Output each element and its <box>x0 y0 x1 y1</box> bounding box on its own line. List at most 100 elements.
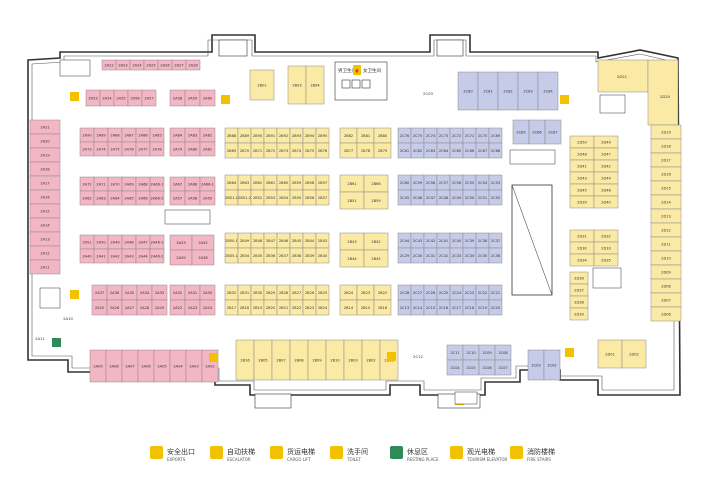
stall-2D13: 2D13 <box>650 208 682 224</box>
stall-label: 2C40 <box>452 239 462 243</box>
stall-label: 2A26 <box>160 63 170 67</box>
stall-label: 2A17 <box>40 181 49 185</box>
stall-label: 2C58 <box>426 181 436 185</box>
stall-label: 2B75 <box>305 149 314 153</box>
stall-label: 2C56 <box>452 181 462 185</box>
stall-label: 2C71 <box>465 134 474 138</box>
stall-2D33: 2D33 <box>593 241 619 255</box>
stall-2C87: 2C87 <box>544 119 562 145</box>
stall-label: 2B38 <box>292 254 302 258</box>
stall-2A62: 2A62 <box>79 190 95 206</box>
stall-2D08: 2D08 <box>650 278 682 294</box>
stall-label: 2A24 <box>203 306 213 310</box>
stall-label: 2B89 <box>240 134 250 138</box>
stall-2C49: 2C49 <box>449 189 464 206</box>
stall-2A26: 2A26 <box>106 299 123 316</box>
stall-2A42: 2A42 <box>107 248 123 264</box>
stall-box <box>488 299 503 316</box>
stall-label: 2A54 <box>102 96 112 100</box>
stall-2C67: 2C67 <box>475 142 490 159</box>
stall-2B32: 2B32 <box>224 284 239 301</box>
stall-box <box>29 259 61 275</box>
stall-label: 2C18 <box>465 306 475 310</box>
stall-2B56: 2B56 <box>302 189 317 206</box>
stall-label: 2A07 <box>125 364 134 368</box>
stall-2C63: 2C63 <box>423 142 438 159</box>
stall-2A66: 2A66 <box>135 190 151 206</box>
stall-2B91: 2B91 <box>263 127 278 144</box>
stall-box <box>199 190 216 206</box>
stall-2B27: 2B27 <box>289 284 304 301</box>
stall-label: 2C73 <box>439 134 448 138</box>
stall-2B69: 2B69 <box>224 142 239 159</box>
stall-label: 2A86 <box>138 133 148 137</box>
stall-2B53: 2B53 <box>263 189 278 206</box>
stall-label: 2B62 <box>253 181 262 185</box>
stall-label: 2B63 <box>240 181 249 185</box>
legend-label: 洗手间 <box>347 448 368 456</box>
stall-label: 2A18 <box>40 167 50 171</box>
stall-label: 2C29 <box>400 254 410 258</box>
stall-2A66-1: 2A66-1 <box>149 176 165 192</box>
stall-label: 2D48 <box>577 152 587 156</box>
stall-label: 2A09 <box>93 364 103 368</box>
stall-label: 2A47 <box>138 240 147 244</box>
stall-2D48: 2D48 <box>569 147 595 161</box>
stall-2B76: 2B76 <box>315 142 330 159</box>
stall-label: 2A28 <box>140 306 150 310</box>
stall-label: 2A24 <box>132 63 142 67</box>
stall-label: 2A42 <box>110 254 119 258</box>
stall-2A20: 2A20 <box>29 133 61 149</box>
stall-2D18: 2D18 <box>650 138 682 154</box>
stall-2B20: 2B20 <box>263 299 278 316</box>
stall-label: 2B40 <box>318 254 328 258</box>
stall-label: 2A22 <box>104 63 113 67</box>
stall-2A24: 2A24 <box>129 59 145 71</box>
stall-2B29: 2B29 <box>263 284 278 301</box>
stall-2B31: 2B31 <box>237 284 252 301</box>
stall-2B93: 2B93 <box>289 127 304 144</box>
stall-box <box>149 190 165 206</box>
stall-2A23: 2A23 <box>184 299 201 316</box>
stall-label: 2A30 <box>203 291 213 295</box>
stall-label: 2B39 <box>305 254 315 258</box>
stall-2C19: 2C19 <box>475 299 490 316</box>
stall-label: 2A73 <box>82 147 91 151</box>
stall-label: 2A27 <box>125 306 134 310</box>
escalator-icon <box>221 95 230 104</box>
stall-label: 2B79 <box>378 149 388 153</box>
stall-2A78: 2A78 <box>149 141 165 157</box>
stall-2C18: 2C18 <box>462 299 477 316</box>
stall-2B01: 2B01 <box>249 69 275 101</box>
stall-2A36: 2A36 <box>106 284 123 301</box>
stall-label: 2A52 <box>198 241 207 245</box>
stall-2C11: 2C11 <box>446 344 464 361</box>
stall-2D37: 2D37 <box>569 283 589 297</box>
stall-label: 2A36 <box>110 291 120 295</box>
stall-box <box>315 142 330 159</box>
stall-label: 2C10 <box>466 351 476 355</box>
stall-label: 2B43 <box>347 240 356 244</box>
stall-label: 2A44 <box>138 254 148 258</box>
stall-label: 2A75 <box>110 147 119 151</box>
stall-label: 2C08 <box>498 351 508 355</box>
stall-label: 2C57 <box>439 181 448 185</box>
stall-label: 2C61 <box>400 149 409 153</box>
stall-label: 2C02 <box>547 363 556 367</box>
stall-label: 2A19 <box>40 153 50 157</box>
stall-label: 2A31 <box>188 291 197 295</box>
stall-label: 2A66 <box>138 196 148 200</box>
stall-2A37: 2A37 <box>91 284 108 301</box>
stall-label: 2B69 <box>227 149 237 153</box>
stall-label: 2A43 <box>124 254 133 258</box>
stall-2C86: 2C86 <box>528 119 546 145</box>
stall-label: 2C05 <box>466 366 475 370</box>
stall-box <box>650 306 682 322</box>
stall-label: 2B92 <box>279 134 288 138</box>
stall-box <box>597 339 623 369</box>
stall-2B35-1: 2B35-1 <box>224 247 239 264</box>
stall-2B61: 2B61 <box>339 174 365 193</box>
stall-2C70: 2C70 <box>475 127 490 144</box>
stall-label: 2A13 <box>40 237 49 241</box>
stall-2B47: 2B47 <box>263 232 278 249</box>
